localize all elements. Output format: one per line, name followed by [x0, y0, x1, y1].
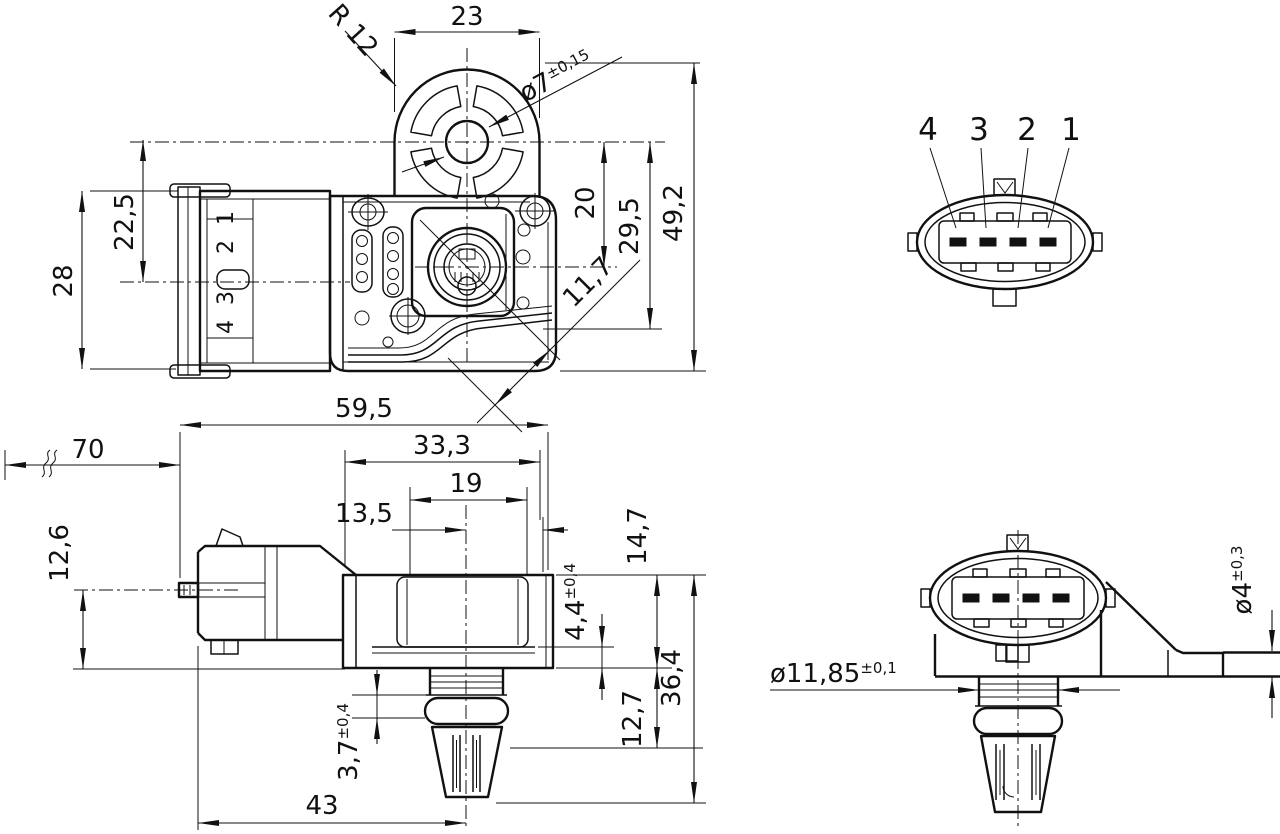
pin-number-1: 1 — [214, 211, 239, 225]
svg-text:13,5: 13,5 — [335, 499, 393, 529]
dim-step-height: 4,4±0,4 — [538, 563, 614, 700]
svg-text:12,6: 12,6 — [45, 524, 75, 582]
svg-text:29,5: 29,5 — [615, 197, 645, 255]
dim-lower-offset: 29,5 — [543, 142, 662, 330]
housing-body — [328, 194, 558, 373]
svg-text:ø4±0,3: ø4±0,3 — [1228, 546, 1258, 615]
pin-label-2: 2 — [1017, 112, 1037, 148]
svg-text:22,5: 22,5 — [110, 193, 140, 251]
svg-text:43: 43 — [305, 791, 338, 821]
dim-overall-height: 49,2 — [545, 62, 706, 372]
dim-body-height: 14,7 — [556, 507, 706, 669]
dim-pin-axis-height: 12,6 — [45, 524, 345, 670]
svg-text:ø11,85±0,1: ø11,85±0,1 — [770, 659, 897, 689]
mounting-head — [393, 68, 541, 196]
port-cone — [430, 725, 504, 799]
dim-face-to-port: 43 — [197, 646, 466, 830]
dim-port-diameter: ø11,85±0,1 — [770, 659, 1120, 693]
svg-text:20: 20 — [571, 186, 601, 219]
dim-connector-height: 28 — [49, 190, 178, 370]
svg-text:28: 28 — [49, 264, 79, 297]
dim-head-radius: R 12 — [322, 0, 397, 87]
dim-overall-length: 59,5 — [179, 394, 549, 578]
mounting-bracket — [1105, 581, 1280, 676]
svg-text:14,7: 14,7 — [623, 507, 653, 565]
top-view: 1 2 3 4 — [49, 0, 706, 433]
svg-text:59,5: 59,5 — [335, 394, 393, 424]
dim-sensor-offset: 20 — [571, 142, 607, 267]
side-body — [341, 573, 555, 670]
svg-text:11,7: 11,7 — [557, 251, 619, 313]
dim-port-depth: 12,7 — [510, 668, 703, 749]
svg-text:3,7±0,4: 3,7±0,4 — [334, 703, 364, 781]
svg-text:ø7±0,15: ø7±0,15 — [515, 45, 598, 108]
pin-label-3: 3 — [969, 112, 989, 148]
dim-diagonal-offset: 11,7 — [419, 219, 641, 433]
svg-text:R 12: R 12 — [322, 0, 384, 63]
dim-rod-diameter: ø4±0,3 — [1228, 546, 1275, 718]
svg-text:12,7: 12,7 — [618, 690, 648, 748]
side-view: 59,5 70 33,3 19 13,5 — [4, 394, 706, 830]
svg-text:70: 70 — [71, 435, 104, 465]
dim-body-length: 33,3 — [344, 431, 541, 567]
dim-center-to-axis: 22,5 — [110, 140, 146, 282]
svg-text:19: 19 — [449, 469, 482, 499]
screw-boss — [515, 193, 555, 229]
svg-text:23: 23 — [450, 2, 483, 32]
dim-oring-height: 3,7±0,4 — [334, 670, 428, 781]
pin-label-4: 4 — [918, 112, 938, 148]
svg-text:36,4: 36,4 — [657, 649, 687, 707]
svg-text:49,2: 49,2 — [659, 184, 689, 242]
dim-port-to-edge: 13,5 — [335, 499, 568, 572]
pin-label-1: 1 — [1061, 112, 1081, 148]
svg-text:33,3: 33,3 — [413, 431, 471, 461]
dim-head-width: 23 — [394, 2, 540, 118]
dim-cap-width: 19 — [409, 469, 528, 575]
pin-number-4: 4 — [214, 320, 239, 334]
dim-hole-diameter: ø7±0,15 — [401, 45, 623, 173]
port-cone-front — [979, 734, 1057, 814]
front-view: ø11,85±0,1 ø4±0,3 — [770, 530, 1280, 828]
pin-number-3: 3 — [214, 291, 239, 305]
screw-boss — [348, 194, 388, 230]
dim-overall-depth: 36,4 — [496, 575, 706, 804]
connector-pinout-view: 4 3 2 1 — [906, 112, 1104, 308]
svg-text:4,4±0,4: 4,4±0,4 — [561, 563, 591, 641]
sensor-cell — [410, 206, 516, 318]
pin-number-2: 2 — [214, 240, 239, 254]
pin-section — [216, 269, 250, 290]
dim-cable-clearance: 70 — [4, 435, 180, 480]
